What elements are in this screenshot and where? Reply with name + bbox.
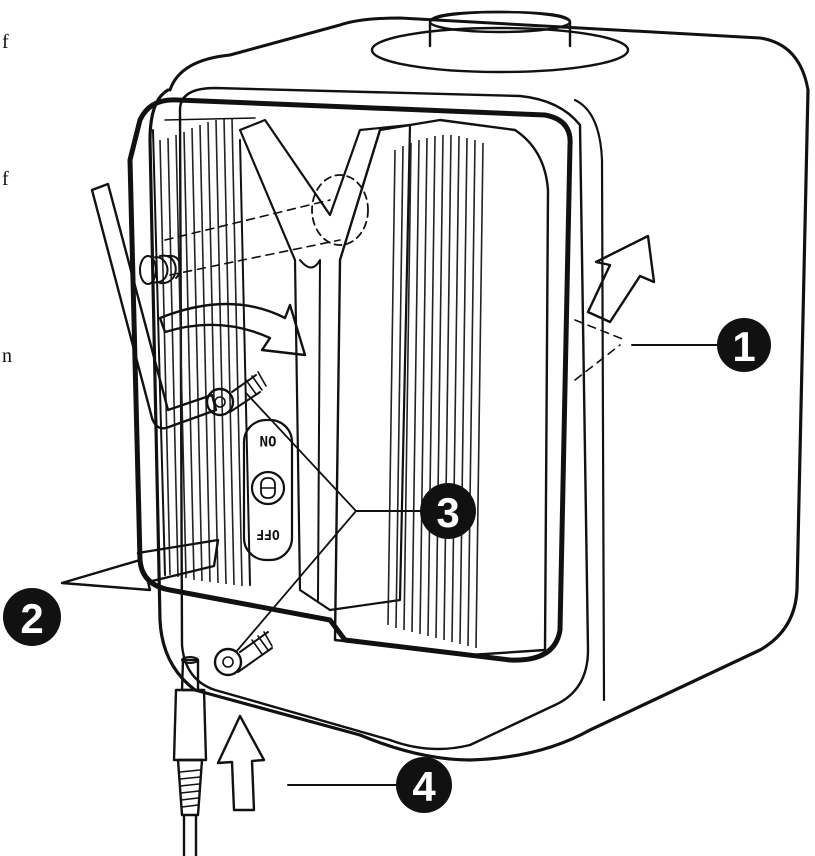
callout-2: 2 bbox=[3, 588, 61, 646]
margin-text-fragment: f bbox=[2, 168, 9, 190]
switch-knob bbox=[250, 470, 286, 506]
callout-leaders bbox=[235, 344, 719, 786]
margin-text-fragment: f bbox=[2, 31, 9, 53]
margin-text-fragment: n bbox=[2, 345, 12, 367]
rotate-arrow bbox=[158, 302, 307, 357]
power-module bbox=[127, 97, 573, 663]
hex-key-tool bbox=[90, 182, 218, 430]
callout-3: 3 bbox=[420, 483, 476, 539]
switch-off-label: OFF bbox=[256, 526, 280, 541]
switch-on-label: ON bbox=[260, 432, 277, 448]
callout-4: 4 bbox=[396, 757, 452, 813]
spring-screw bbox=[139, 254, 182, 285]
lift-arrow bbox=[586, 234, 656, 324]
callout-4-number: 4 bbox=[412, 763, 436, 810]
cooling-fins-left bbox=[159, 117, 256, 587]
insert-arrow bbox=[216, 714, 266, 812]
device-housing bbox=[148, 16, 810, 762]
cooling-fins-right bbox=[387, 134, 484, 649]
top-cap bbox=[370, 10, 630, 74]
lower-screw bbox=[213, 631, 273, 677]
push-arrow bbox=[60, 538, 220, 592]
callout-2-number: 2 bbox=[20, 595, 43, 642]
callout-1: 1 bbox=[717, 318, 771, 372]
dc-power-plug bbox=[172, 656, 208, 856]
callout-1-number: 1 bbox=[732, 323, 755, 370]
hidden-mount-lines bbox=[164, 174, 626, 381]
callout-3-number: 3 bbox=[436, 489, 459, 536]
upper-screw bbox=[205, 371, 267, 417]
on-off-switch: ON OFF bbox=[242, 418, 294, 562]
